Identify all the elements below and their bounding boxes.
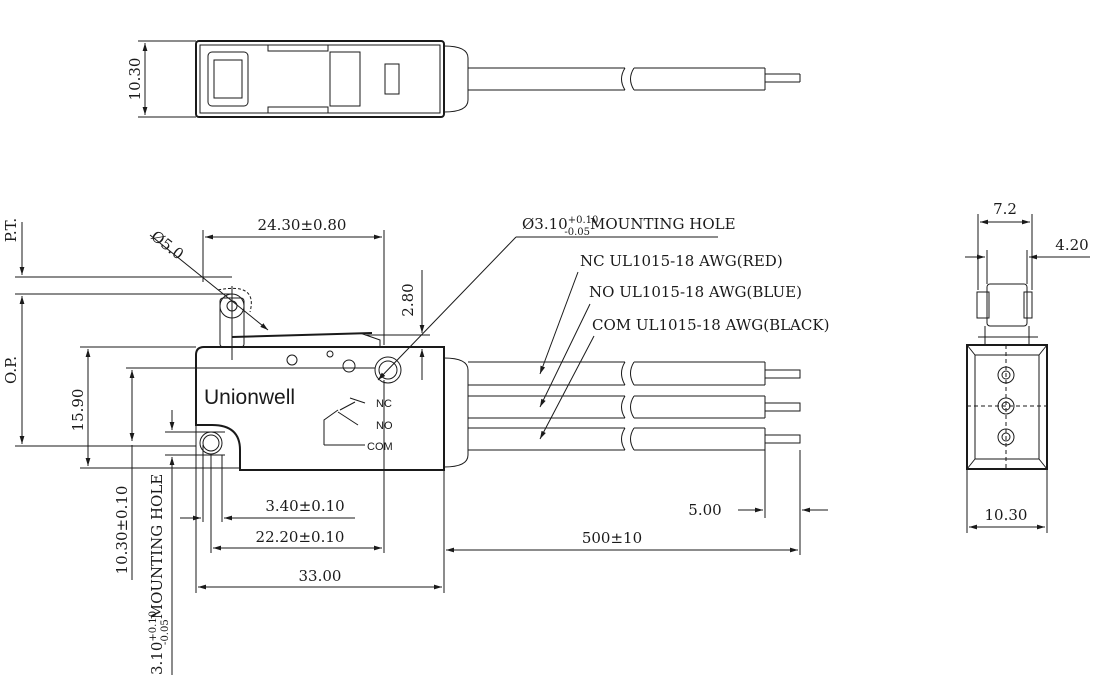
height-1030-dim: 10.30±0.10 [113,486,131,575]
gap-280-dim: 2.80 [399,283,417,316]
top-view: 10.30 [126,40,801,118]
top-height-dim: 10.30 [126,58,144,101]
front-view: NC NO COM Unionwell [195,286,801,471]
front-dimensions: P.T. O.P. 15.90 10.30±0.10 3.10+0.10-0.0… [2,215,829,675]
pt-label: P.T. [2,218,20,242]
mounting-top-tol-plus: +0.10 [568,215,599,226]
wire-no-label: NO UL1015-18 AWG(BLUE) [589,283,802,301]
mounting-vert-tol-plus: +0.10 [148,611,159,642]
mounting-vert-tol-minus: -0.05 [160,619,171,645]
hole-340-dim: 3.40±0.10 [265,497,344,515]
side-view: 7.2 4.20 10.30 [965,200,1090,533]
mounting-top-suffix: MOUNTING HOLE [590,215,736,233]
side-420-dim: 4.20 [1055,236,1088,254]
terminal-com-label: COM [367,441,393,453]
lever-length-dim: 24.30±0.80 [258,216,347,234]
wire-nc-label: NC UL1015-18 AWG(RED) [580,252,783,270]
roller-dia-dim: Ø5.0 [148,227,188,263]
side-72-dim: 7.2 [993,200,1017,218]
mounting-top-prefix: Ø3.10 [522,215,568,233]
pitch-2220-dim: 22.20±0.10 [256,528,345,546]
length-3300-dim: 33.00 [299,567,342,585]
op-label: O.P. [2,356,20,384]
mounting-vert-suffix: MOUNTING HOLE [148,474,166,620]
wire-500-dim: 500±10 [582,529,642,547]
mounting-hole-vertical: 3.10+0.10-0.05MOUNTING HOLE [148,474,171,675]
mounting-top-tol-minus: -0.05 [564,227,590,238]
brand-logo: Unionwell [204,386,295,409]
mounting-vert-prefix: 3.10 [148,642,166,675]
height-1590-dim: 15.90 [69,389,87,432]
side-1030-dim: 10.30 [985,506,1028,524]
wire-com-label: COM UL1015-18 AWG(BLACK) [592,316,829,334]
strip-500-dim: 5.00 [688,501,721,519]
mounting-hole-top: Ø3.10+0.10-0.05MOUNTING HOLE [522,215,736,238]
